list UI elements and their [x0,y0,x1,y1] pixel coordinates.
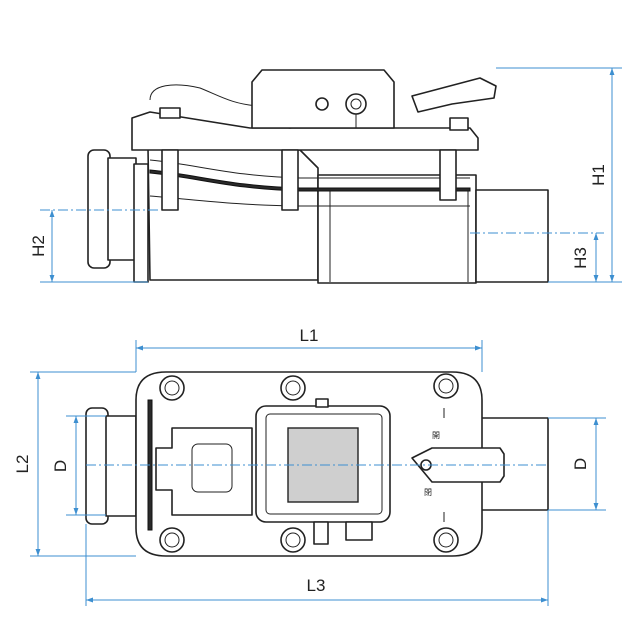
dim-h3-label: H3 [571,247,590,269]
side-box-screw [315,97,329,111]
side-inlet-socket [107,157,137,261]
top-inlet-flange [85,407,109,525]
top-bolt-2 [280,375,306,401]
side-bolt-3 [439,149,457,201]
dim-h2-label: H2 [29,235,48,257]
dim-d-left-label: D [51,460,70,472]
mark-close: 閉 [424,488,432,497]
top-clamp-window [191,443,233,493]
top-view: 開 閉 [85,371,549,557]
side-bolt-2 [281,149,299,211]
side-outlet-pipe [475,189,549,283]
side-box-port-inner [350,98,362,110]
side-body-edges [329,188,469,282]
side-view [87,69,549,284]
dim-l3-label: L3 [307,576,326,595]
top-bolt-1 [159,375,185,401]
mark-open: 開 [432,431,440,440]
top-bolt-4 [159,527,185,553]
side-inlet-ring [133,163,149,283]
side-inlet-flange [87,149,111,269]
top-connector-2 [345,521,373,541]
dim-h1-label: H1 [589,164,608,186]
side-bolt-head-3 [449,117,469,131]
top-bolt-3 [433,373,459,399]
top-bolt-5 [280,527,306,553]
side-box-port [345,93,367,115]
side-lever [411,77,497,113]
top-box-tab [315,398,329,408]
side-wire-handle [149,84,259,107]
dim-l2-label: L2 [13,455,32,474]
side-band-2 [149,169,471,192]
side-bolt-head-1 [159,107,181,119]
dim-d-right-label: D [571,458,590,470]
side-bolt-1 [161,149,179,211]
top-inlet-socket [105,415,137,517]
top-clamp-housing [155,427,253,516]
top-bolt-6 [433,527,459,553]
dim-l1-label: L1 [300,326,319,345]
top-connector-1 [313,521,329,545]
